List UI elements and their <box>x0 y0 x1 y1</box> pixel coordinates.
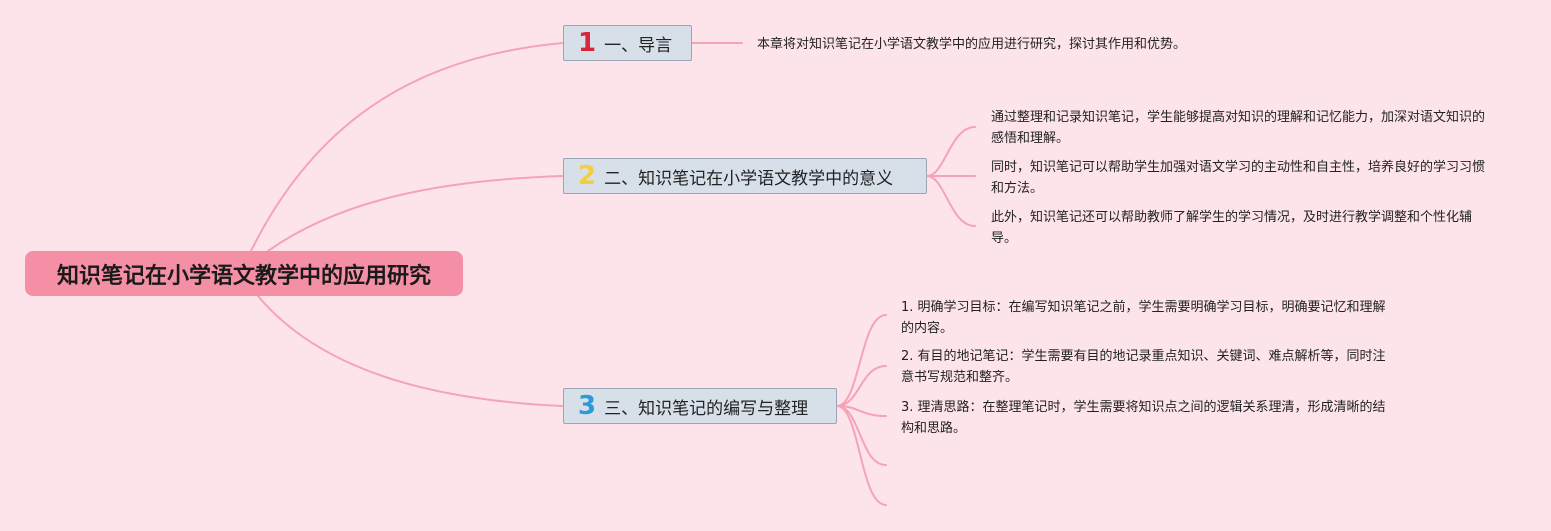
branch-label: 一、导言 <box>604 35 673 56</box>
connector-root-branch-1 <box>249 42 564 254</box>
branch-introduction[interactable]: 1 一、导言 <box>563 25 692 61</box>
root-topic-label: 知识笔记在小学语文教学中的应用研究 <box>56 263 431 289</box>
connector-branch-2-leaf-3 <box>926 175 976 227</box>
leaf-writing-step-2[interactable]: 2. 有目的地记笔记：学生需要有目的地记录重点知识、关键词、难点解析等，同时注意… <box>901 349 1386 385</box>
leaf-writing-step-1[interactable]: 1. 明确学习目标：在编写知识笔记之前，学生需要明确学习目标，明确要记忆和理解的… <box>901 300 1386 336</box>
branch-significance[interactable]: 2 二、知识笔记在小学语文教学中的意义 <box>563 158 927 194</box>
branch-label: 二、知识笔记在小学语文教学中的意义 <box>604 168 894 189</box>
connector-root-branch-3 <box>257 295 564 407</box>
leaf-significance-3[interactable]: 此外，知识笔记还可以帮助教师了解学生的学习情况，及时进行教学调整和个性化辅导。 <box>991 210 1473 246</box>
number-two-icon: 2 <box>578 161 597 191</box>
leaf-significance-1[interactable]: 通过整理和记录知识笔记，学生能够提高对知识的理解和记忆能力，加深对语文知识的感悟… <box>991 110 1486 146</box>
connector-branch-3-leaf-2 <box>836 365 887 407</box>
number-three-icon: 3 <box>578 391 597 421</box>
leaf-significance-2[interactable]: 同时，知识笔记可以帮助学生加强对语文学习的主动性和自主性，培养良好的学习习惯和方… <box>991 160 1486 196</box>
branch-label: 三、知识笔记的编写与整理 <box>604 398 809 419</box>
connector-root-branch-2 <box>267 175 564 252</box>
number-one-icon: 1 <box>578 28 597 58</box>
leaf-writing-step-3[interactable]: 3. 理清思路：在整理笔记时，学生需要将知识点之间的逻辑关系理清，形成清晰的结构… <box>901 400 1386 436</box>
root-topic[interactable]: 知识笔记在小学语文教学中的应用研究 <box>25 251 463 296</box>
connector-branch-3-stub-2 <box>836 405 887 506</box>
leaf-introduction-summary[interactable]: 本章将对知识笔记在小学语文教学中的应用进行研究，探讨其作用和优势。 <box>757 37 1187 52</box>
branch-writing-and-organizing[interactable]: 3 三、知识笔记的编写与整理 <box>563 388 837 424</box>
connector-branch-2-leaf-1 <box>926 126 976 177</box>
connector-branch-3-leaf-1 <box>836 314 887 407</box>
